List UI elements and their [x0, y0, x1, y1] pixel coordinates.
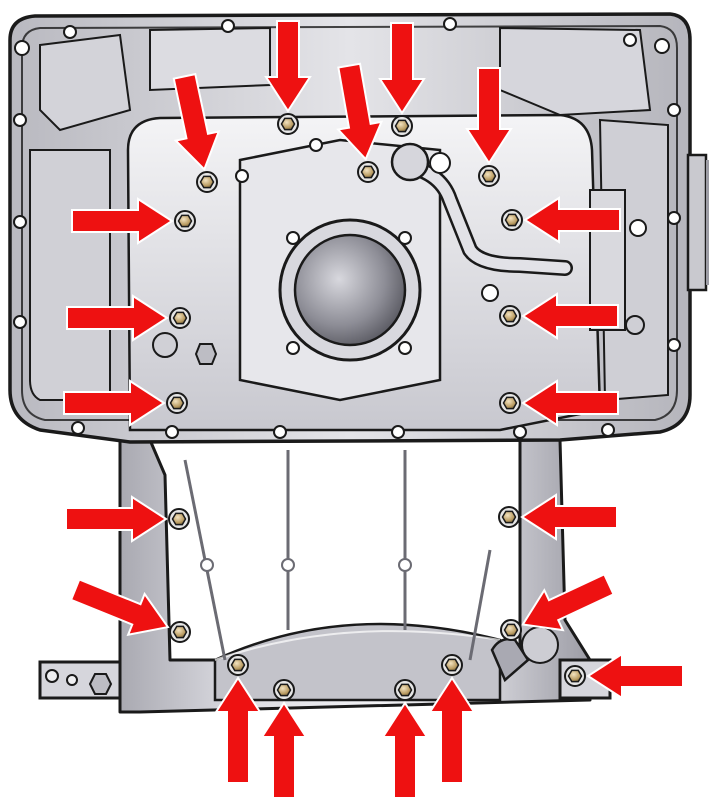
bolt-sump-right-upper [498, 506, 520, 528]
flange-rim [21, 24, 678, 421]
bolt-bottom-right-inner [394, 679, 416, 701]
perimeter-holes [13, 17, 681, 439]
bolt-inner-upper-right-b [501, 209, 523, 231]
bolt-sump-left-upper [168, 508, 190, 530]
bolt-bottom-left-inner [273, 679, 295, 701]
arrow-inner-top-center [336, 62, 384, 162]
arrow-inner-upper-right-b [523, 196, 621, 244]
arrow-inner-left-middle [66, 294, 169, 342]
left-chamber [39, 33, 132, 132]
oil-pan-body [8, 12, 709, 714]
hex-plug [88, 673, 113, 695]
center-opening [293, 233, 407, 347]
bolt-inner-top-left [277, 113, 299, 135]
left-channel [29, 149, 111, 401]
arrow-bottom-right-outer [428, 676, 476, 784]
bolt-bottom-left-outer [227, 654, 249, 676]
bolt-inner-right-middle [499, 305, 521, 327]
sump-ribs [183, 450, 492, 661]
arrow-inner-right-lower [521, 379, 619, 427]
side-boss [686, 153, 708, 292]
bolt-flange-right [564, 665, 586, 687]
bolt-inner-upper-left [196, 171, 218, 193]
housing-holes [235, 138, 412, 355]
flange-hole [66, 674, 78, 686]
arrow-inner-left-lower [63, 379, 166, 427]
bolt-bottom-right-outer [441, 654, 463, 676]
arrow-bottom-right-inner [381, 701, 429, 797]
bolt-inner-top-center [357, 161, 379, 183]
arrow-inner-upper-left [172, 72, 221, 172]
arrow-inner-top-right [378, 22, 426, 115]
bolt-inner-left-middle [169, 307, 191, 329]
bolt-inner-top-right [391, 115, 413, 137]
bolt-layer [166, 113, 586, 701]
arrow-bottom-left-inner [260, 701, 308, 797]
arrow-flange-right [586, 652, 684, 700]
bolt-sump-right-lower [500, 619, 522, 641]
arrow-inner-left-upper [71, 197, 174, 245]
bolt-inner-right-lower [499, 392, 521, 414]
bolt-sump-left-lower [169, 621, 191, 643]
arrow-inner-top-left [264, 20, 312, 113]
arrow-sump-left-upper [65, 495, 168, 543]
flange-hole [45, 669, 59, 683]
top-chamber [149, 26, 271, 92]
arrow-inner-right-middle [521, 292, 619, 340]
arrow-bottom-left-outer [214, 676, 262, 784]
arrow-sump-left-lower [69, 578, 170, 637]
bolt-inner-left-upper [174, 210, 196, 232]
bolt-inner-upper-right-a [478, 165, 500, 187]
arrow-layer [63, 20, 684, 797]
bolt-inner-left-lower [166, 392, 188, 414]
arrow-inner-upper-right-a [465, 67, 513, 165]
arrow-sump-right-upper [520, 493, 618, 541]
arrow-sump-right-lower [521, 573, 615, 632]
